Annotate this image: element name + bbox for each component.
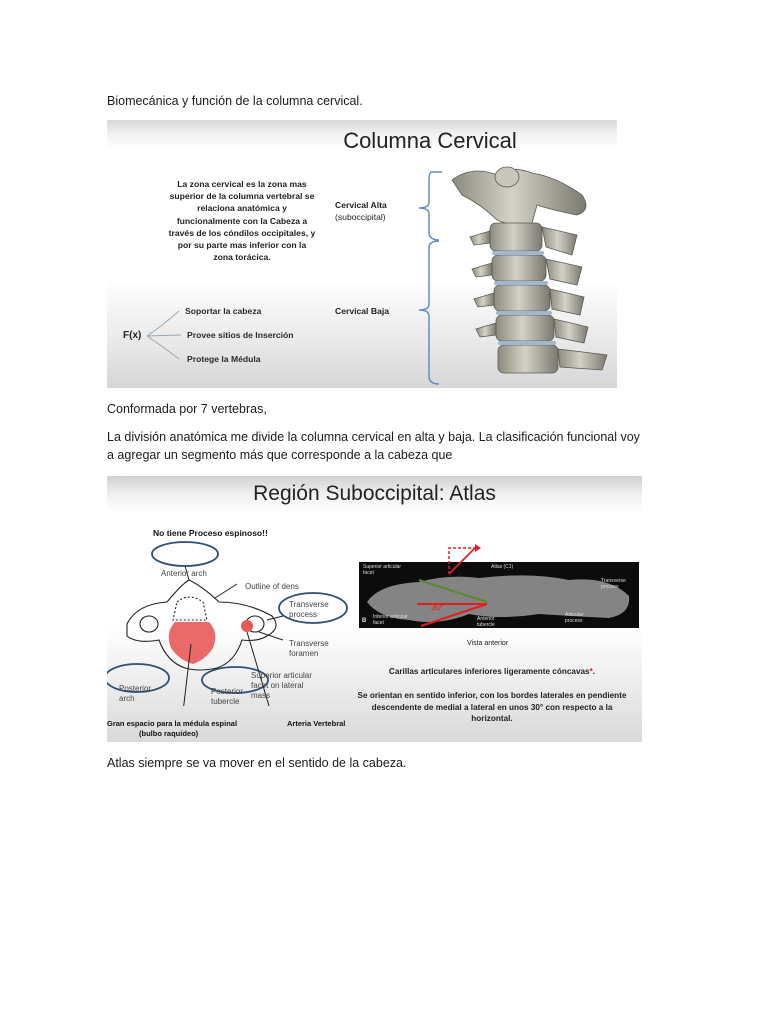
label-superior-articular-facet: Superior articular facet on lateral mass	[251, 671, 312, 700]
xray-label-atlas: Atlas (C1)	[491, 564, 514, 570]
xray-label-articular-process: Articular process	[565, 612, 584, 624]
force-vector-arrow	[448, 544, 481, 575]
slide-title: Región Suboccipital: Atlas	[253, 482, 496, 505]
note-end: .	[592, 667, 596, 676]
upper-cervical-sublabel: (suboccipital)	[335, 212, 386, 222]
angle-label: 30°	[431, 602, 445, 612]
label-outline-of-dens: Outline of dens	[245, 582, 299, 591]
caption-vertebral-artery: Arteria Vertebral	[287, 719, 346, 728]
function-item: Protege la Médula	[187, 354, 261, 364]
atlas-superior-view-diagram	[107, 541, 348, 706]
xray-caption: Vista anterior	[467, 640, 509, 647]
label-anterior-arch: Anterior arch	[161, 569, 207, 578]
note-orientation: Se orientan en sentido inferior, con los…	[357, 691, 627, 723]
upper-cervical-label: Cervical Alta	[335, 200, 387, 210]
note-text: Carillas articulares inferiores ligerame…	[388, 667, 590, 676]
label-transverse-foramen: Transverse foramen	[289, 639, 329, 658]
xray-label-inferior-facet: Inferior articular facet	[373, 614, 408, 626]
cervical-spine-image	[451, 166, 608, 374]
xray-label-anterior-tubercle: Anterior tubercle	[477, 616, 495, 628]
xray-label-superior-facet: Superior articular facet	[363, 564, 402, 576]
label-posterior-arch: Posterior arch	[119, 684, 152, 703]
slide-region-suboccipital-atlas: Región Suboccipital: Atlas No tiene Proc…	[107, 476, 642, 742]
xray-label-transverse-process: Transverse process	[601, 578, 626, 590]
atlas-anterior-xray-image: 30° Superior articular facet Atlas (C1) …	[359, 562, 639, 628]
note-concave-facets: Carillas articulares inferiores ligerame…	[357, 666, 627, 678]
function-item: Soportar la cabeza	[185, 306, 262, 316]
function-label: F(x)	[123, 330, 142, 341]
diagram-lines	[146, 171, 442, 385]
lower-cervical-label: Cervical Baja	[335, 306, 389, 316]
xray-panel-letter: B	[362, 618, 367, 624]
paragraph-vertebrae-count: Conformada por 7 vertebras,	[107, 402, 267, 416]
label-posterior-tubercle: Posterior tubercle	[211, 687, 244, 706]
paragraph-atlas-movement: Atlas siempre se va mover en el sentido …	[107, 756, 407, 770]
paragraph-division: La división anatómica me divide la colum…	[107, 430, 640, 462]
slide-columna-cervical: Columna Cervical La zona cervical es la …	[107, 120, 617, 388]
label-transverse-process: Transverse process	[289, 600, 329, 619]
slide-description: La zona cervical es la zona mas superior…	[168, 179, 316, 263]
caption-spinal-space: Gran espacio para la médula espinal	[107, 719, 238, 728]
function-item: Provee sitios de Inserción	[187, 330, 294, 340]
asterisk-mark: *	[589, 667, 593, 676]
paragraph-heading: Biomecánica y función de la columna cerv…	[107, 94, 363, 108]
caption-spinal-space-sub: (bulbo raquídeo)	[139, 729, 199, 738]
slide-title: Columna Cervical	[343, 128, 517, 153]
slide-subtitle: No tiene Proceso espinoso!!	[153, 528, 268, 538]
